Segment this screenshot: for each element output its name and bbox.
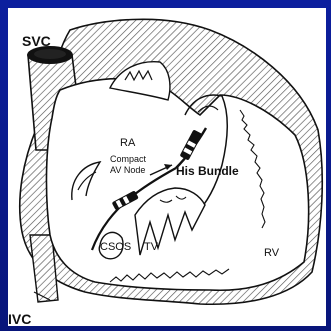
label-his-bundle: His Bundle [176,164,239,178]
label-rv: RV [264,247,280,259]
label-csos: CSOS [100,241,131,253]
label-compact-av-node-2: AV Node [110,165,145,175]
label-svc: SVC [22,33,51,49]
label-compact-av-node-1: Compact [110,154,147,164]
label-ivc: IVC [8,311,31,327]
svc-lumen [34,49,66,59]
label-ra: RA [120,137,136,149]
label-tv: TV [144,241,159,253]
